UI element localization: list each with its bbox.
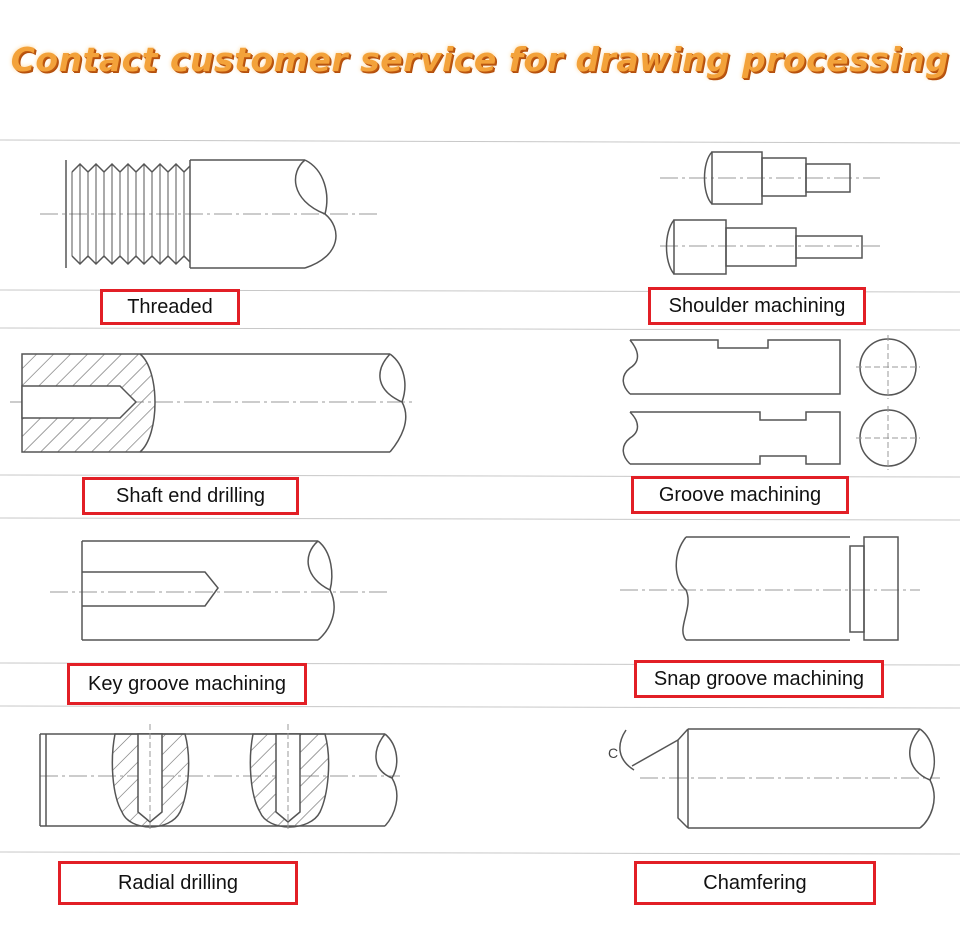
label-threaded: Threaded [100,289,240,325]
label-shaft-end-drilling: Shaft end drilling [82,477,299,515]
label-chamfering: Chamfering [634,861,876,905]
label-shoulder-machining: Shoulder machining [648,287,866,325]
radial-drilling-drawing [39,724,400,830]
shoulder-drawing [660,151,880,275]
label-radial-drilling: Radial drilling [58,861,298,905]
label-groove-machining: Groove machining [631,476,849,514]
key-groove-drawing [50,540,390,641]
threaded-drawing [40,159,380,269]
chamfer-c-mark: C [608,745,618,761]
shaft-end-drilling-drawing [10,353,415,453]
snap-groove-drawing [620,536,920,641]
chamfering-drawing [619,728,940,829]
label-key-groove-machining: Key groove machining [67,663,307,705]
label-snap-groove-machining: Snap groove machining [634,660,884,698]
banner-title: Contact customer service for drawing pro… [10,40,950,79]
groove-drawing [622,335,920,470]
